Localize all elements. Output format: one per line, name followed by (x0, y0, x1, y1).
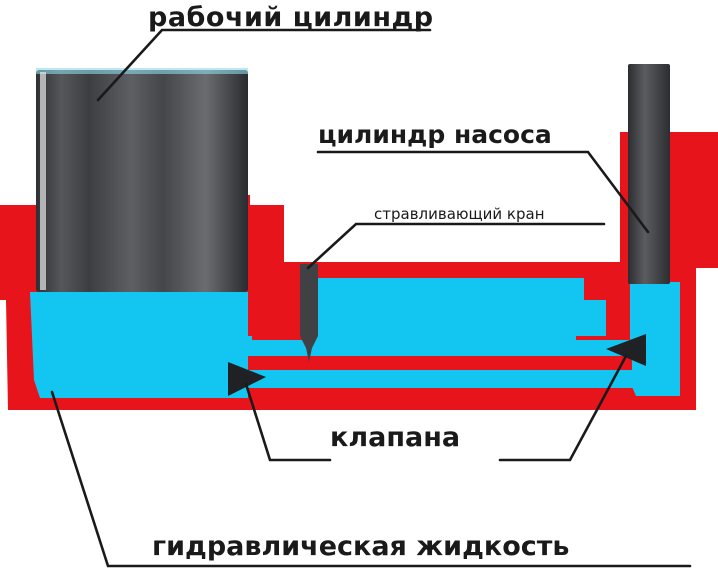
label-bleed-valve: стравливающий кран (374, 205, 545, 223)
pump-rod (628, 64, 670, 284)
channel-wall (252, 356, 632, 370)
working-piston-top (36, 68, 248, 74)
working-piston-edge (40, 72, 46, 290)
bleed-valve-needle (300, 264, 318, 362)
label-working-cylinder: рабочий цилиндр (148, 2, 434, 33)
leader-hydraulic-fluid (50, 390, 692, 568)
working-chamber-fluid (30, 292, 252, 398)
check-valve-working (228, 362, 266, 396)
leader-valve-left (244, 382, 332, 462)
leader-valve-right (498, 354, 628, 462)
check-valve-pump (606, 334, 646, 366)
leader-lines (50, 28, 692, 568)
working-piston (36, 70, 248, 292)
leader-bleed-valve (306, 222, 606, 270)
leader-pump-cylinder (316, 150, 650, 234)
reservoir-fluid (316, 278, 606, 346)
label-hydraulic-fluid: гидравлическая жидкость (152, 531, 570, 562)
leader-working-cylinder (96, 28, 432, 102)
lower-channel (248, 370, 648, 388)
label-pump-cylinder: цилиндр насоса (318, 120, 552, 149)
pump-chamber-fluid (630, 282, 680, 396)
label-valves: клапана (330, 422, 461, 453)
upper-channel (248, 340, 648, 356)
